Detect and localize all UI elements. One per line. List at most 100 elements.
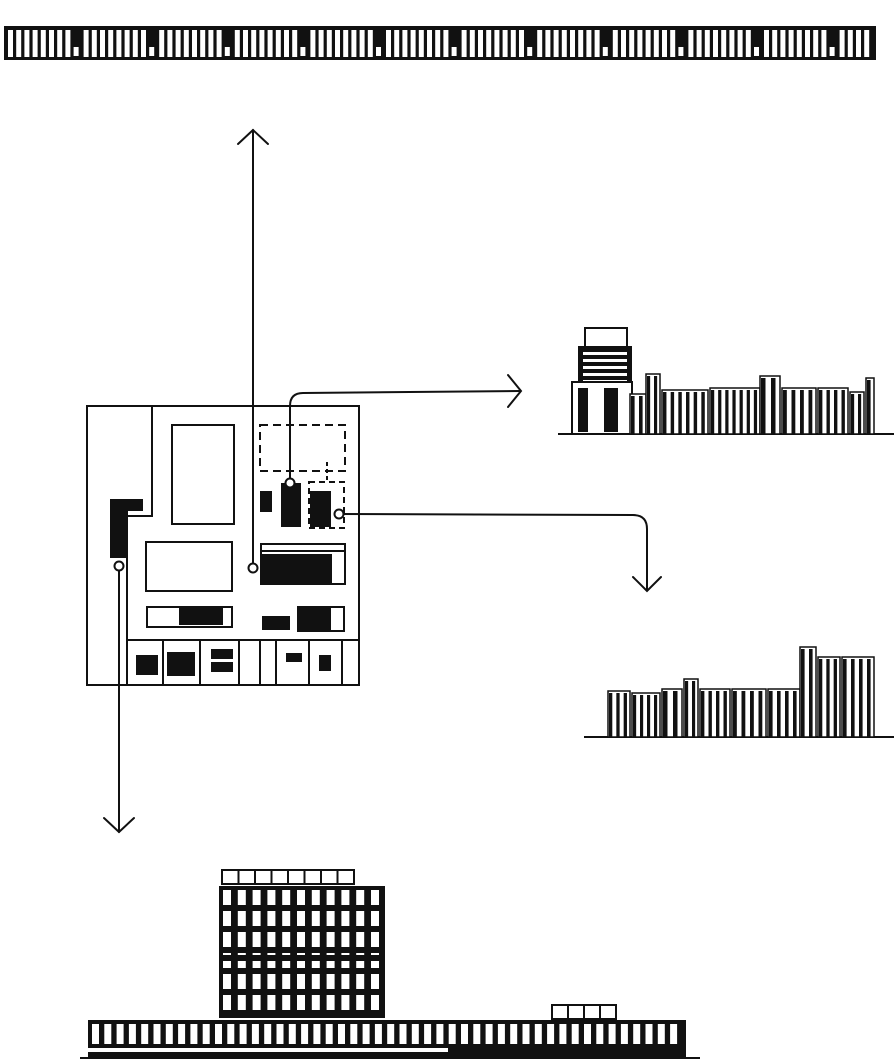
south-tower-window — [311, 890, 320, 905]
south-tower-window — [237, 974, 246, 989]
east-mullion — [800, 390, 804, 434]
south-podium-window — [325, 1024, 333, 1044]
south-podium-window — [313, 1024, 321, 1044]
top-band-window — [418, 30, 424, 57]
south-tower-window — [223, 890, 231, 905]
top-band-window — [326, 30, 332, 57]
top-band-window — [175, 30, 181, 57]
top-band-window — [519, 30, 524, 57]
south-podium-window — [178, 1024, 186, 1044]
south-podium-window — [227, 1024, 235, 1044]
top-band-window — [292, 30, 298, 57]
top-band-window — [696, 30, 702, 57]
south-tower-window — [356, 995, 365, 1010]
south-tower-window — [311, 911, 320, 926]
south-tower-window — [371, 932, 379, 947]
top-band-window — [351, 30, 357, 57]
top-band-window — [788, 30, 794, 57]
east-mullion — [711, 390, 715, 434]
top-band-window — [91, 30, 97, 57]
southeast-mullion — [859, 659, 863, 737]
east-mullion — [783, 390, 787, 434]
southeast-mullion — [616, 693, 620, 737]
top-band-window — [394, 30, 400, 57]
southeast-elevation — [584, 646, 894, 738]
southeast-mullion — [708, 691, 712, 737]
south-podium-window — [522, 1024, 530, 1044]
top-band-window — [251, 30, 257, 57]
south-podium-window — [374, 1024, 382, 1044]
south-tower-window — [237, 911, 246, 926]
top-band-window — [570, 30, 575, 57]
top-band-window — [24, 30, 30, 57]
top-band-window — [367, 30, 373, 57]
east-elevation — [558, 327, 894, 435]
top-band-window — [275, 30, 281, 57]
plan-block-b — [281, 483, 301, 527]
south-tower-window — [356, 974, 365, 989]
top-band-window — [386, 30, 391, 57]
south-podium-window — [497, 1024, 505, 1044]
south-podium-window — [350, 1024, 358, 1044]
south-podium-window — [116, 1024, 124, 1044]
top-band-window — [713, 30, 718, 57]
arrow-right-icon — [507, 374, 523, 408]
southeast-mullion — [723, 691, 727, 737]
top-band-window — [57, 30, 63, 57]
southeast-mullion — [663, 691, 668, 737]
south-podium-window — [645, 1024, 653, 1044]
south-podium-window — [264, 1024, 272, 1044]
south-tower-window — [326, 932, 335, 947]
plan-block-a — [260, 491, 272, 512]
plan-med-dark — [297, 606, 331, 632]
south-tower-window — [267, 890, 276, 905]
top-band-window — [486, 30, 492, 57]
top-band-gap — [829, 47, 835, 56]
east-mullion — [819, 390, 823, 434]
plan-room-tall — [171, 424, 235, 525]
south-tower-window — [223, 911, 231, 926]
east-mullion — [631, 396, 635, 434]
south-tower-window — [282, 974, 291, 989]
top-band-window — [183, 30, 189, 57]
south-tower-window — [237, 932, 246, 947]
site-boundary — [86, 405, 360, 686]
south-tower-window — [237, 890, 246, 905]
south-podium-window — [424, 1024, 432, 1044]
east-mullion — [761, 378, 766, 434]
plan-striped-block — [260, 543, 346, 585]
southeast-mullion — [867, 659, 871, 737]
top-band-gap — [376, 47, 381, 56]
south-podium-window — [633, 1024, 641, 1044]
top-band-window — [796, 30, 802, 57]
south-tower-window — [297, 911, 305, 926]
south-tower-window — [341, 911, 350, 926]
top-band-window — [32, 30, 38, 57]
south-tower-window — [341, 974, 350, 989]
plan-long-slot-fill — [179, 608, 223, 625]
south-tower-window — [311, 932, 320, 947]
top-band-window — [502, 30, 508, 57]
top-band-window — [494, 30, 500, 57]
plan-left-wall — [126, 406, 153, 685]
southeast-arrow-origin — [333, 508, 345, 520]
south-tower-window — [326, 911, 335, 926]
plan-strip-block-4 — [286, 653, 302, 662]
top-band-gap — [300, 47, 306, 56]
south-podium-window — [547, 1024, 555, 1044]
east-tower-floor — [583, 373, 627, 376]
southeast-mullion — [851, 659, 855, 737]
south-tower-window — [356, 911, 365, 926]
southeast-mullion — [716, 691, 720, 737]
east-tower-floor — [583, 352, 627, 355]
top-band-window — [159, 30, 165, 57]
east-mullion — [701, 392, 705, 434]
top-band-window — [410, 30, 416, 57]
east-mullion — [771, 378, 776, 434]
southeast-mullion — [623, 693, 627, 737]
south-arrow — [103, 560, 135, 834]
southeast-mullion — [819, 659, 823, 737]
east-mullion — [725, 390, 729, 434]
site-plan — [86, 405, 360, 686]
top-band-window — [100, 30, 105, 57]
